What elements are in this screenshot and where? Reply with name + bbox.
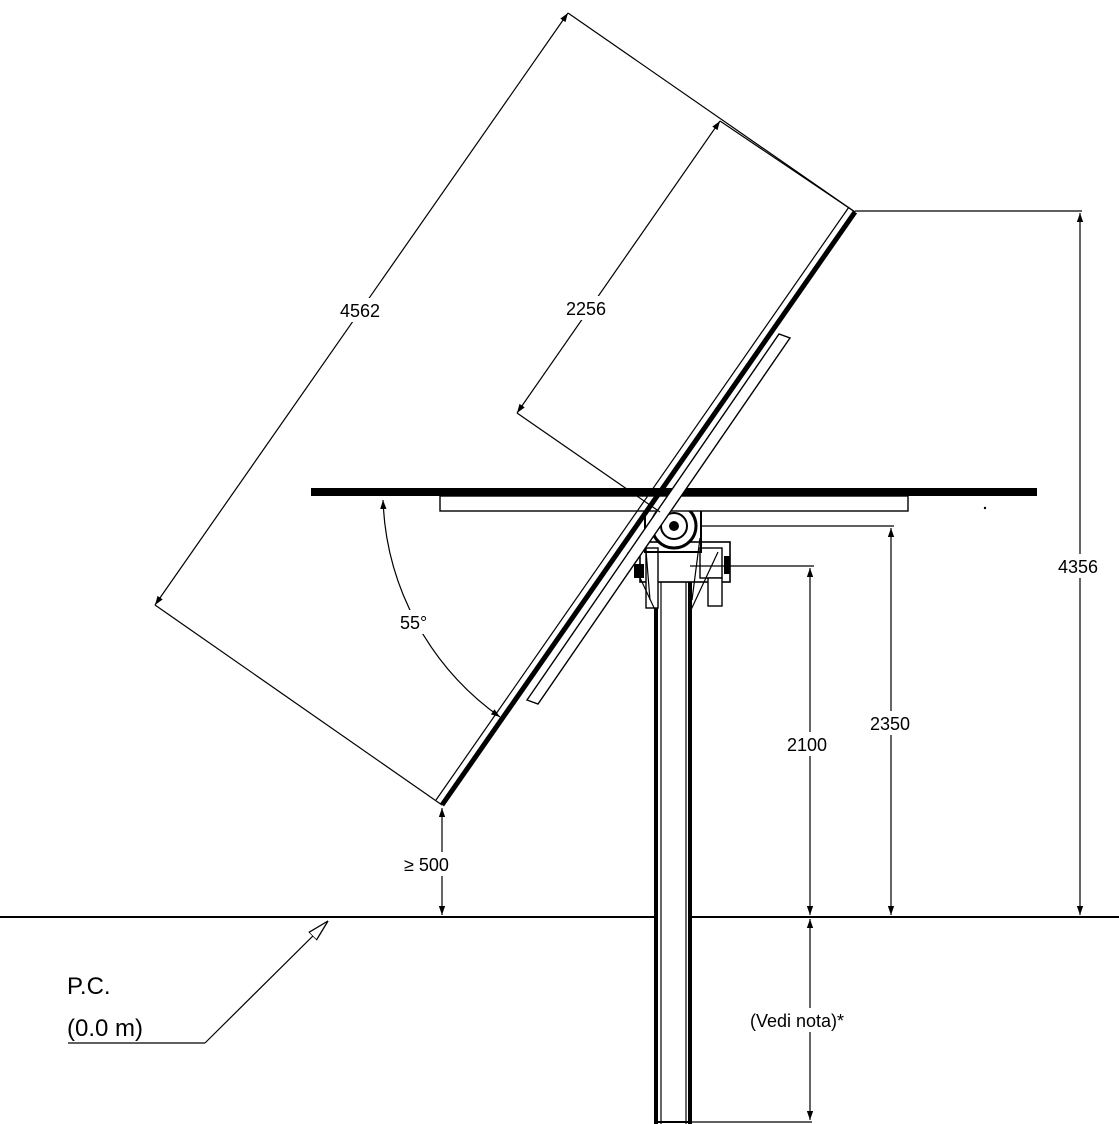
dimension-embedment: (Vedi nota)* — [748, 919, 870, 1120]
reference-dot — [983, 506, 987, 510]
dimension-panel-width: 4562 — [154, 12, 856, 806]
support-post — [654, 558, 812, 1124]
dimension-tilt-angle: 55° — [380, 499, 501, 718]
ground-reference-label: P.C. — [67, 973, 111, 1000]
ground-reference-level: (0.0 m) — [67, 1015, 143, 1042]
dimension-post-height: 2100 — [690, 565, 836, 915]
dimension-pivot-to-edge: 2256 — [516, 120, 856, 513]
min-clearance-label: ≥ 500 — [404, 855, 449, 875]
tilt-angle-label: 55° — [400, 613, 427, 633]
ground-reference: P.C. (0.0 m) — [67, 921, 328, 1044]
panel-width-label: 4562 — [340, 301, 380, 321]
embedment-label: (Vedi nota)* — [750, 1011, 844, 1031]
max-height-label: 4356 — [1058, 557, 1098, 577]
post-height-label: 2100 — [787, 735, 827, 755]
dimension-pivot-height: 2350 — [700, 525, 918, 915]
pivot-to-edge-label: 2256 — [566, 299, 606, 319]
dimension-min-clearance: ≥ 500 — [402, 808, 466, 915]
panel-tilted-position — [435, 206, 858, 807]
dimension-max-height: 4356 — [855, 210, 1117, 915]
pivot-height-label: 2350 — [870, 714, 910, 734]
